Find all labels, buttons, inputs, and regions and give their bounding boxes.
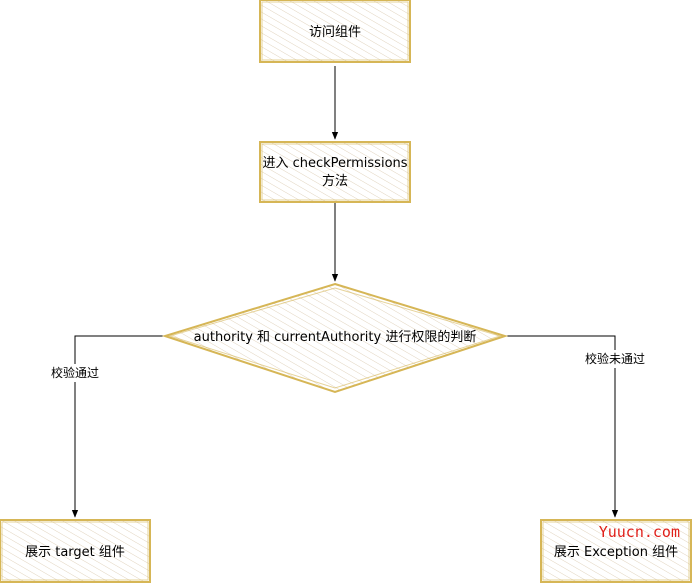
node-show-target: 展示 target 组件 bbox=[0, 519, 151, 583]
node-exception-label: 展示 Exception 组件 bbox=[554, 545, 678, 560]
edge-decision-to-exception bbox=[505, 335, 619, 518]
edge-label-bg bbox=[48, 364, 102, 382]
edge-decision-to-target bbox=[71, 335, 165, 518]
node-check-label-line1: 进入 checkPermissions bbox=[262, 156, 407, 171]
node-decision-label: authority 和 currentAuthority 进行权限的判断 bbox=[194, 329, 477, 345]
node-show-exception: 展示 Exception 组件 bbox=[540, 519, 692, 583]
edge-label-fail: 校验未通过 bbox=[585, 351, 645, 366]
edge-label-bg bbox=[583, 350, 647, 368]
watermark-text: Yuucn.com bbox=[599, 523, 680, 541]
node-check-permissions: 进入 checkPermissions 方法 bbox=[259, 141, 411, 203]
edges bbox=[71, 66, 619, 518]
edge-label-pass: 校验通过 bbox=[51, 365, 99, 380]
node-target-label: 展示 target 组件 bbox=[25, 545, 125, 560]
node-decision: authority 和 currentAuthority 进行权限的判断 bbox=[161, 282, 509, 394]
node-visit-label: 访问组件 bbox=[309, 25, 361, 40]
node-visit-component: 访问组件 bbox=[259, 0, 411, 63]
node-check-label-line2: 方法 bbox=[322, 173, 348, 189]
